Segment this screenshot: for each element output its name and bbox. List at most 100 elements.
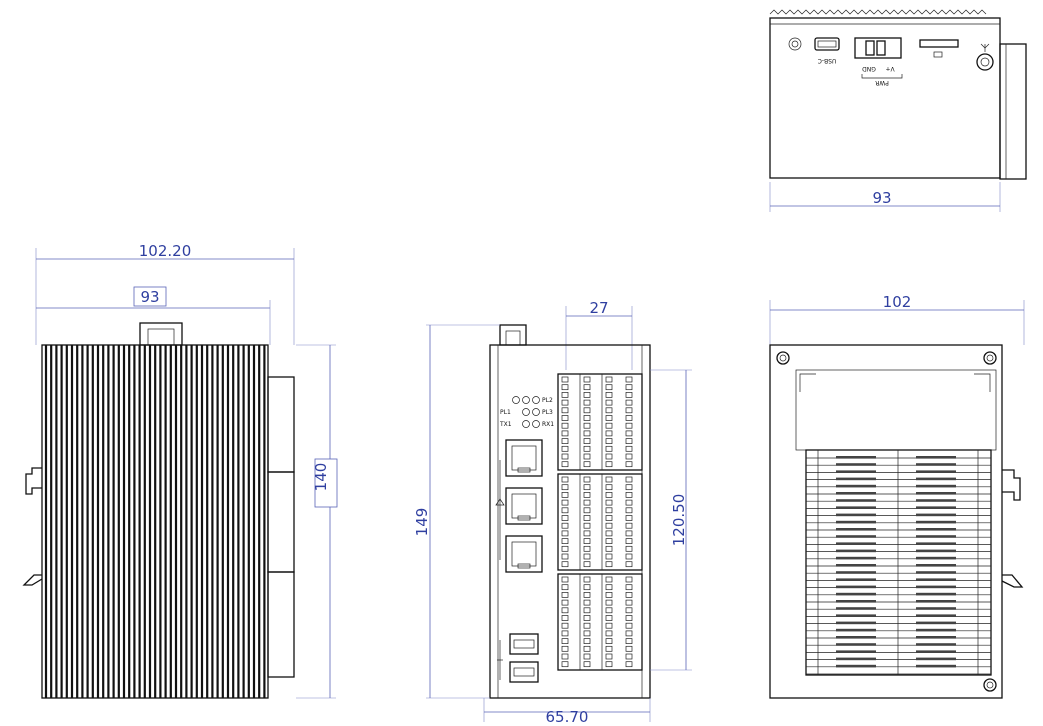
terminal-slot xyxy=(605,407,613,414)
table-cell-text xyxy=(916,484,956,488)
terminal-slot xyxy=(605,545,613,552)
led-label-pl3: PL3 xyxy=(542,409,553,416)
terminal-slot xyxy=(605,638,613,644)
dim-top-width: 93 xyxy=(872,189,891,207)
terminal-slot xyxy=(561,553,569,560)
table-cell-text xyxy=(836,571,876,574)
table-cell-text xyxy=(836,477,876,481)
terminal-slot xyxy=(605,615,613,621)
terminal-slot xyxy=(583,615,591,621)
terminal-slot xyxy=(605,484,613,491)
dim-side-top: 27 xyxy=(589,299,608,317)
terminal-slot xyxy=(605,445,613,452)
terminal-slot xyxy=(625,392,633,398)
table-cell-text xyxy=(916,535,956,538)
cooling-fins xyxy=(44,345,266,698)
table-cell-text xyxy=(836,542,876,545)
table-cell-text xyxy=(836,528,876,531)
terminal-slot xyxy=(625,507,633,514)
terminal-slot xyxy=(583,407,591,414)
led-label-pl2: PL2 xyxy=(542,397,553,404)
terminal-slot xyxy=(625,422,633,429)
table-cell-text xyxy=(836,664,876,668)
terminal-slot xyxy=(561,645,569,652)
terminal-slot xyxy=(561,545,569,552)
table-cell-text xyxy=(916,571,956,574)
table-cell-text xyxy=(916,600,956,603)
table-cell-text xyxy=(916,585,956,589)
gnd-label: GND xyxy=(862,65,876,72)
terminal-slot xyxy=(583,553,591,560)
table-cell-text xyxy=(916,607,956,610)
terminal-slot xyxy=(583,484,591,491)
terminal-slot xyxy=(605,599,613,606)
terminal-slot xyxy=(625,492,633,498)
terminal-slot xyxy=(625,661,633,668)
table-cell-text xyxy=(916,621,956,625)
terminal-slot xyxy=(561,530,569,537)
table-cell-text xyxy=(916,528,956,531)
terminal-slot xyxy=(605,415,613,421)
table-cell-text xyxy=(836,636,876,639)
table-cell-text xyxy=(916,470,956,473)
terminal-slot xyxy=(605,607,613,614)
dim-front-overall: 102.20 xyxy=(139,242,192,260)
ethernet-ports xyxy=(495,439,543,573)
terminal-slot xyxy=(561,461,569,468)
table-cell-text xyxy=(916,664,956,668)
table-cell-text xyxy=(916,456,956,459)
terminal-slot xyxy=(561,615,569,621)
terminal-block xyxy=(557,473,643,571)
table-cell-text xyxy=(836,643,876,646)
terminal-slot xyxy=(605,515,613,521)
terminal-slot xyxy=(561,384,569,391)
terminal-slot xyxy=(561,445,569,452)
v-plus-label: V+ xyxy=(885,65,894,72)
dim-front-height: 140 xyxy=(312,463,330,492)
terminal-slot xyxy=(605,661,613,668)
terminal-slot xyxy=(583,645,591,652)
terminal-slot xyxy=(561,599,569,606)
terminal-slot xyxy=(605,461,613,468)
led-label-tx1: TX1 xyxy=(499,421,512,428)
terminal-slot xyxy=(561,561,569,568)
terminal-slot xyxy=(583,592,591,598)
terminal-slot xyxy=(605,507,613,514)
terminal-slot xyxy=(625,530,633,537)
terminal-slot xyxy=(625,522,633,529)
table-cell-text xyxy=(916,549,956,553)
terminal-slot xyxy=(583,607,591,614)
terminal-slot xyxy=(561,622,569,629)
terminal-slot xyxy=(605,645,613,652)
terminal-slot xyxy=(583,415,591,421)
terminal-slot xyxy=(561,507,569,514)
terminal-slot xyxy=(605,376,613,383)
usb-c-label: USB-C xyxy=(818,57,837,64)
terminal-slot xyxy=(561,584,569,591)
terminal-slot xyxy=(625,384,633,391)
terminal-slot xyxy=(625,592,633,598)
table-cell-text xyxy=(836,492,876,495)
terminal-slot xyxy=(561,592,569,598)
table-cell-text xyxy=(836,628,876,632)
terminal-slot xyxy=(625,645,633,652)
terminal-block xyxy=(557,373,643,471)
table-cell-text xyxy=(836,564,876,567)
terminal-slot xyxy=(605,476,613,483)
terminal-slot xyxy=(561,438,569,444)
terminal-slot xyxy=(625,545,633,552)
terminal-slot xyxy=(583,399,591,406)
terminal-slot xyxy=(625,484,633,491)
table-cell-text xyxy=(916,477,956,481)
terminal-slot xyxy=(561,392,569,398)
terminal-slot xyxy=(625,476,633,483)
table-cell-text xyxy=(916,628,956,632)
terminal-slot xyxy=(605,592,613,598)
terminal-slot xyxy=(583,376,591,383)
terminal-slot xyxy=(561,661,569,668)
table-cell-text xyxy=(916,636,956,639)
terminal-slot xyxy=(561,522,569,529)
terminal-slot xyxy=(583,653,591,660)
terminal-slot xyxy=(625,607,633,614)
terminal-slot xyxy=(561,407,569,414)
